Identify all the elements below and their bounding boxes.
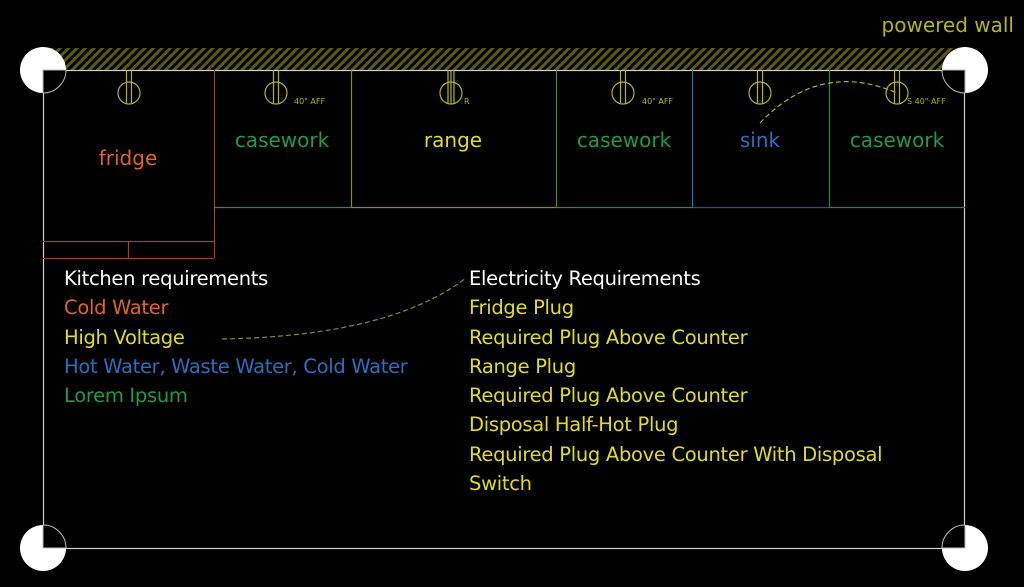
cabinet-label-casework: casework — [850, 128, 945, 152]
powered-wall-label: powered wall — [882, 13, 1014, 37]
electricity-requirements-heading: Electricity Requirements — [469, 267, 701, 290]
kitchen-requirement-item: Hot Water, Waste Water, Cold Water — [64, 354, 408, 378]
electricity-requirement-item: Disposal Half-Hot Plug — [469, 413, 679, 437]
plug-note: R — [464, 97, 470, 106]
corner-column-icon — [941, 47, 988, 94]
electricity-requirement-item: Required Plug Above Counter With Disposa… — [469, 442, 883, 466]
outlet-icon — [264, 70, 288, 105]
outlet-icon — [611, 70, 635, 105]
outlet-icon — [117, 70, 141, 105]
outlet-icon — [748, 70, 772, 105]
fridge-block — [43, 70, 216, 260]
plug-note: 40" AFF — [642, 97, 673, 106]
electricity-requirements: Electricity Requirements Fridge Plug Req… — [469, 264, 883, 498]
electricity-requirement-item: Fridge Plug — [469, 296, 574, 320]
sink-switch-connector — [759, 81, 898, 124]
room-outline — [42, 69, 966, 550]
electricity-requirement-item: Switch — [469, 472, 532, 496]
corner-column-icon — [941, 524, 988, 571]
corner-column-icon — [20, 524, 67, 571]
cabinet-label-range: range — [424, 128, 482, 152]
outlet-icon — [439, 70, 463, 105]
plug-note: S 40" AFF — [907, 97, 946, 106]
powered-wall — [43, 48, 965, 70]
kitchen-requirements-heading: Kitchen requirements — [64, 267, 268, 290]
electricity-requirement-item: Required Plug Above Counter — [469, 325, 748, 349]
corner-column-icon — [20, 47, 67, 94]
electricity-requirement-item: Required Plug Above Counter — [469, 384, 748, 408]
cabinet-label-casework: casework — [577, 128, 672, 152]
cabinet-label-fridge: fridge — [99, 146, 158, 170]
voltage-connector — [221, 277, 467, 340]
plug-note: 40" AFF — [294, 97, 325, 106]
kitchen-requirement-item: High Voltage — [64, 325, 185, 349]
cabinet-label-casework: casework — [235, 128, 330, 152]
kitchen-requirement-item: Cold Water — [64, 296, 169, 320]
kitchen-requirements: Kitchen requirements Cold Water High Vol… — [64, 264, 408, 410]
electricity-requirement-item: Range Plug — [469, 354, 576, 378]
outlet-icon — [885, 70, 909, 105]
kitchen-requirement-item: Lorem Ipsum — [64, 384, 188, 408]
cabinet-label-sink: sink — [740, 128, 781, 152]
cabinet-dividers — [214, 70, 965, 209]
